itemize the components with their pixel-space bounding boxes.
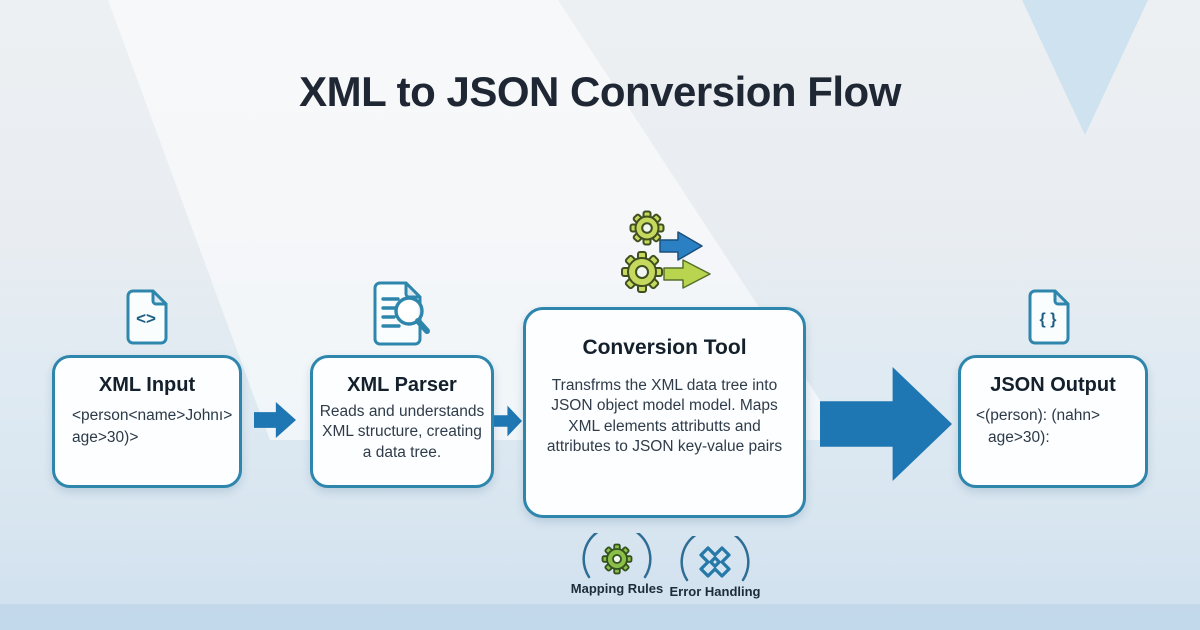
code-line: <person<name>Johnı>: [72, 407, 233, 424]
code-file-icon: <>: [124, 288, 170, 351]
badge-arc: [582, 533, 652, 579]
code-line: age>30)>: [72, 428, 139, 446]
node-title: JSON Output: [990, 374, 1116, 396]
background-bottom-band: [0, 604, 1200, 630]
badge-label: Error Handling: [669, 584, 761, 599]
badge-error-handling: Error Handling: [665, 536, 765, 599]
xml-parser-description: Reads and understands XML structure, cre…: [319, 403, 485, 461]
node-title: XML Parser: [347, 374, 457, 396]
badge-label: Mapping Rules: [570, 581, 664, 596]
page-title: XML to JSON Conversion Flow: [299, 68, 901, 115]
node-json-output: JSON Output <(person): (nahn> age>30):: [958, 355, 1148, 488]
error-cross-icon: [699, 546, 731, 578]
code-line: age>30):: [988, 428, 1050, 446]
gears-transform-icon: [620, 206, 714, 301]
node-title: XML Input: [98, 374, 196, 396]
flow-arrow-2: [494, 405, 522, 437]
badge-arc: [680, 536, 750, 582]
code-line: <(person): (nahn>: [976, 407, 1101, 424]
json-braces-icon: { }: [1026, 288, 1072, 351]
braces-glyph: { }: [1040, 311, 1057, 328]
xml-input-code: <person<name>Johnı> age>30)>: [55, 405, 239, 448]
node-conversion-tool: Conversion Tool Transfrms the XML data t…: [523, 307, 806, 518]
json-output-code: <(person): (nahn> age>30):: [961, 405, 1145, 448]
node-xml-input: XML Input <person<name>Johnı> age>30)>: [52, 355, 242, 488]
node-xml-parser: XML Parser Reads and understands XML str…: [310, 355, 494, 488]
gear-icon: [601, 543, 633, 575]
flow-arrow-1: [254, 402, 296, 438]
conversion-tool-description: Transfrms the XML data tree into JSON ob…: [546, 377, 783, 456]
flow-arrow-big: [820, 367, 952, 481]
node-title: Conversion Tool: [582, 336, 747, 359]
badge-mapping-rules: Mapping Rules: [567, 533, 667, 596]
document-search-icon: [372, 280, 434, 355]
code-glyph: <>: [136, 309, 156, 328]
